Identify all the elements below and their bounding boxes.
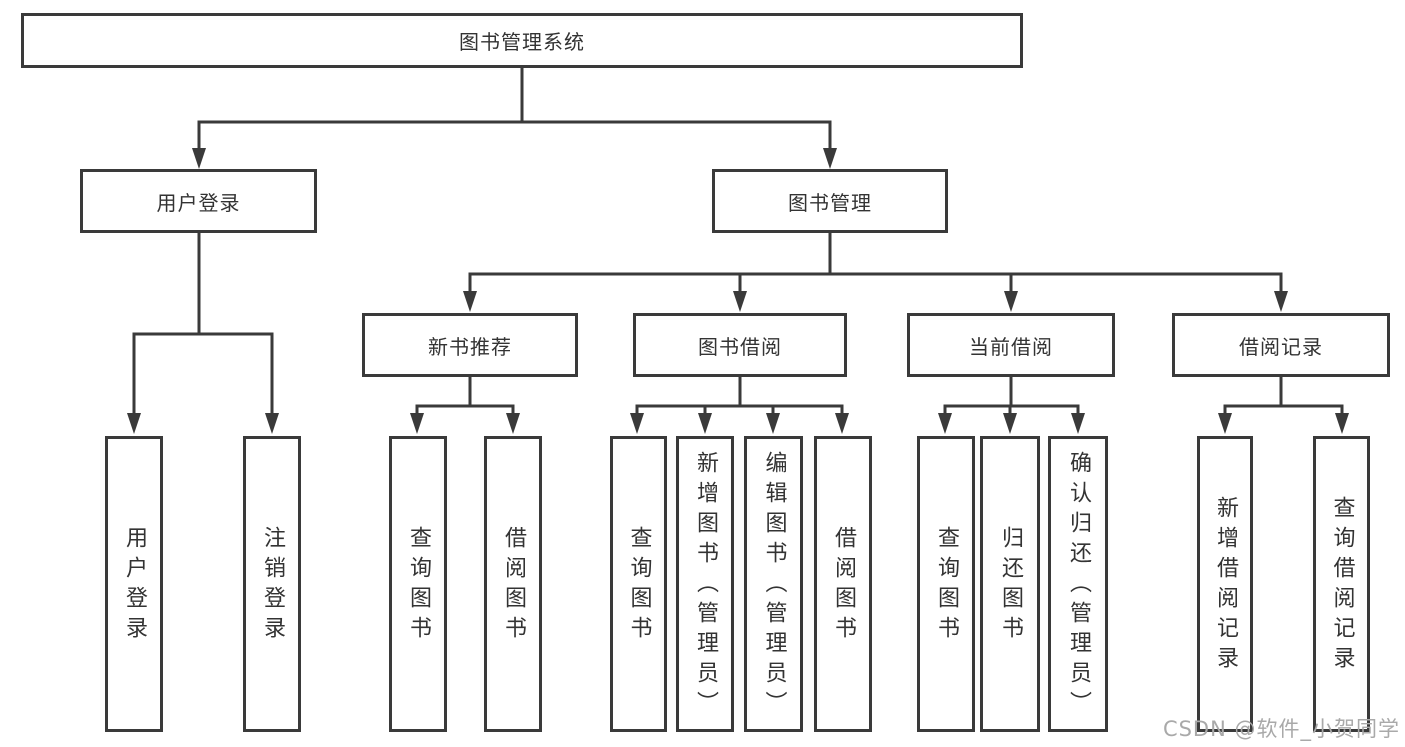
leaf-nbr-query-books: 查询图书	[389, 436, 447, 732]
connector-new-book-rec-to-leaves	[410, 375, 520, 434]
leaf-br-add-record: 新增借阅记录	[1197, 436, 1253, 732]
node-current-borrowing: 当前借阅	[907, 313, 1115, 377]
node-new-book-recommendation: 新书推荐	[362, 313, 578, 377]
leaf-user-login: 用户登录	[105, 436, 163, 732]
connector-book-borrow-to-leaves	[630, 375, 849, 434]
node-library-management-system: 图书管理系统	[21, 13, 1023, 68]
node-book-management: 图书管理	[712, 169, 948, 233]
node-borrowing-records: 借阅记录	[1172, 313, 1390, 377]
csdn-watermark: CSDN @软件_小贺同学	[1162, 717, 1400, 741]
connector-current-borrow-to-leaves	[938, 375, 1085, 434]
leaf-nbr-borrow-books: 借阅图书	[484, 436, 542, 732]
connector-book-management-to-level3	[463, 231, 1288, 312]
leaf-cb-confirm-return-admin: 确认归还（管理员）	[1048, 436, 1108, 732]
node-book-borrowing: 图书借阅	[633, 313, 847, 377]
leaf-bb-edit-books-admin: 编辑图书（管理员）	[744, 436, 803, 732]
leaf-bb-add-books-admin: 新增图书（管理员）	[676, 436, 734, 732]
leaf-bb-query-books: 查询图书	[610, 436, 667, 732]
leaf-br-query-record: 查询借阅记录	[1313, 436, 1370, 732]
node-user-login: 用户登录	[80, 169, 317, 233]
connector-root-to-level2	[192, 66, 837, 169]
connector-user-login-to-leaves	[127, 231, 279, 434]
leaf-cb-query-books: 查询图书	[917, 436, 975, 732]
connector-borrow-records-to-leaves	[1218, 375, 1349, 434]
leaf-cb-return-books: 归还图书	[980, 436, 1040, 732]
leaf-logout: 注销登录	[243, 436, 301, 732]
leaf-bb-borrow-books: 借阅图书	[814, 436, 872, 732]
